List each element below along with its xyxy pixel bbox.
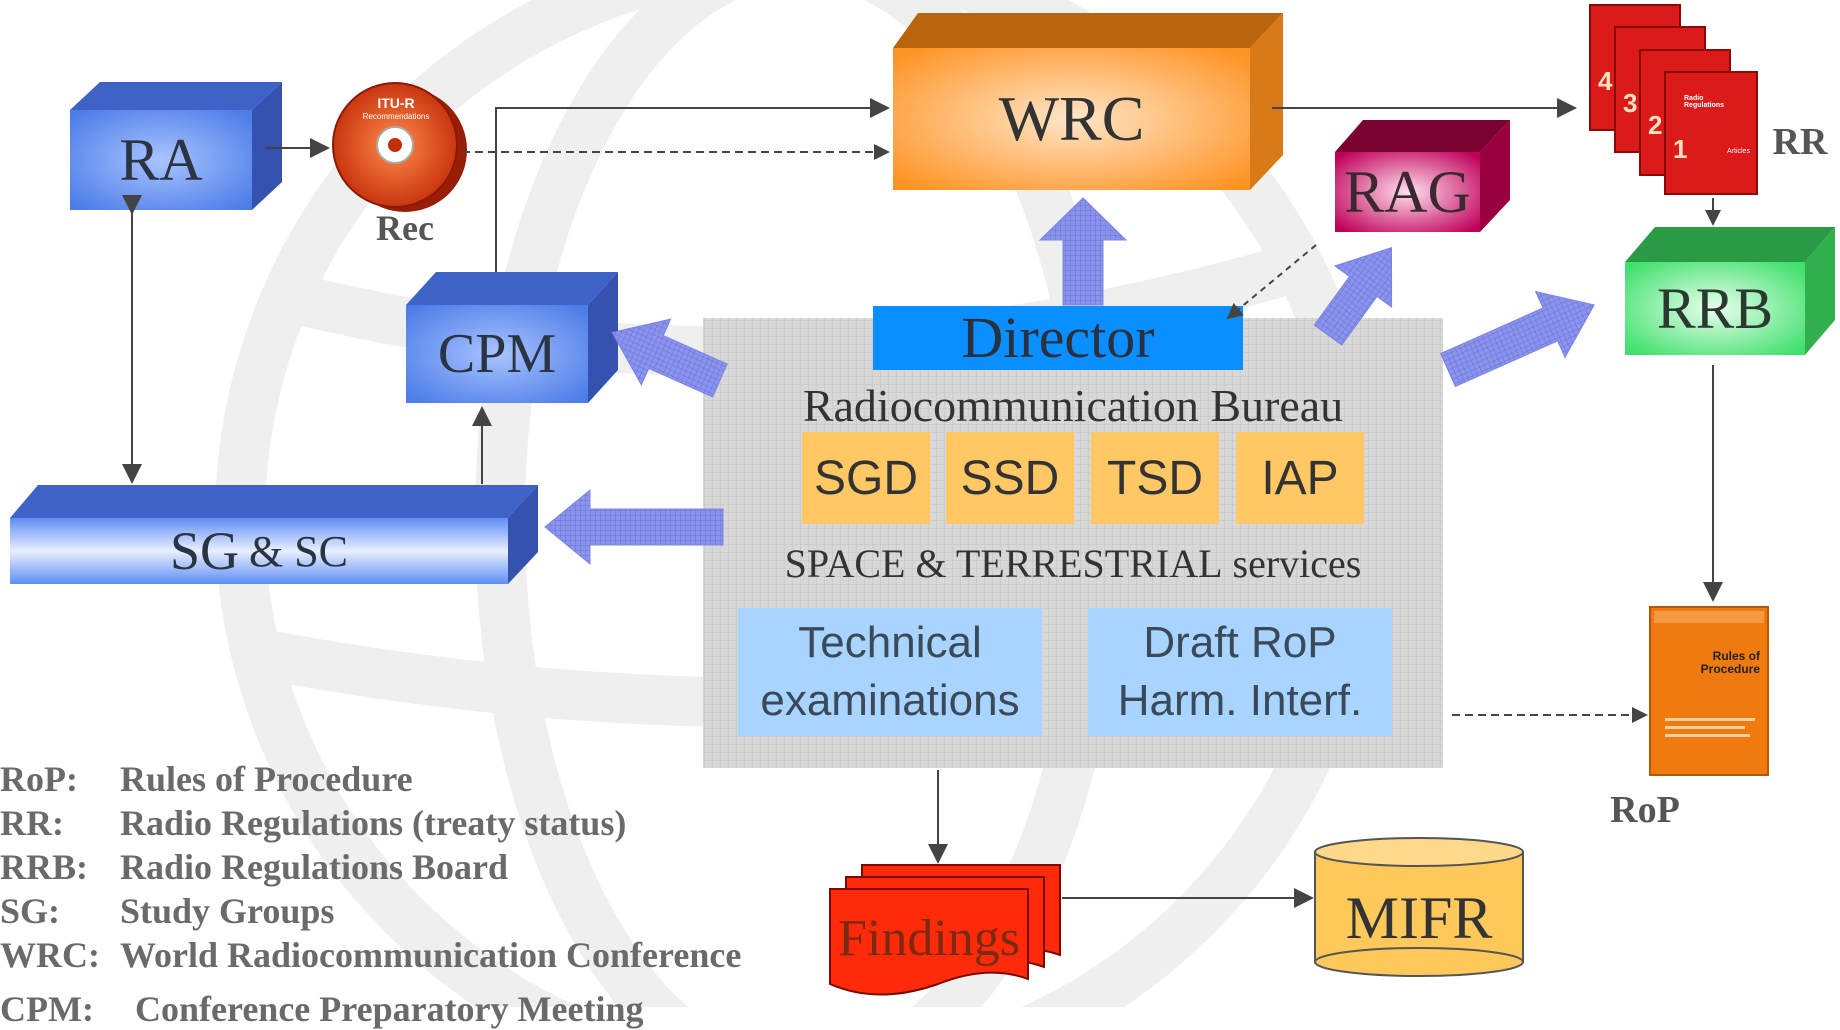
legend-def: Conference Preparatory Meeting — [135, 989, 644, 1029]
rag-to-director-dashed — [1226, 244, 1317, 320]
rr-book-number-1: 1 — [1673, 134, 1688, 164]
rr-book-title: Radio Regulations — [1684, 95, 1725, 109]
cd-label-line1: ITU-R — [377, 95, 415, 111]
legend-abbr: RoP: — [0, 759, 78, 799]
sg-label-main: SG — [169, 521, 239, 581]
director-label: Director — [961, 304, 1155, 370]
cpm-box[interactable] — [406, 272, 618, 403]
technical-line1: Technical — [798, 618, 982, 667]
bureau-to-rrb-big-arrow — [1440, 290, 1595, 388]
ra-label: RA — [119, 126, 203, 193]
bureau-to-cpm-big-arrow — [611, 318, 728, 398]
technical-examinations-box[interactable]: Technical examinations — [738, 608, 1042, 736]
technical-line2: examinations — [760, 676, 1020, 725]
director-bar[interactable] — [873, 306, 1243, 370]
mifr-database[interactable] — [1314, 837, 1524, 977]
wrc-box[interactable] — [893, 13, 1283, 190]
bureau-title: Radiocommunication Bureau — [802, 379, 1344, 431]
legend-abbr: CPM: — [0, 989, 94, 1029]
bureau-to-sg-big-arrow — [544, 488, 724, 566]
rr-book-number-3: 3 — [1623, 88, 1638, 118]
rrb-box[interactable] — [1625, 227, 1835, 355]
dept-tsd[interactable]: TSD — [1091, 432, 1219, 524]
findings-label: Findings — [837, 909, 1021, 967]
legend-abbr: RRB: — [0, 847, 88, 887]
dept-ssd[interactable]: SSD — [946, 432, 1074, 524]
legend-abbr: SG: — [0, 891, 61, 931]
rr-book-subtitle: Articles — [1727, 148, 1750, 155]
legend-def: Radio Regulations Board — [120, 847, 509, 887]
bureau-to-rag-big-arrow — [1313, 246, 1393, 346]
findings-stack[interactable] — [829, 864, 1061, 996]
cd-label: ITU-R Recommendations — [348, 96, 444, 124]
legend-def: Rules of Procedure — [120, 759, 413, 799]
rop-label: RoP — [1610, 789, 1680, 831]
dept-iap[interactable]: IAP — [1236, 432, 1364, 524]
legend-def: Study Groups — [120, 891, 335, 931]
rr-book-number-2: 2 — [1648, 110, 1663, 140]
rop-book-title-line1: Rules of — [1712, 649, 1760, 663]
rr-books — [1589, 4, 1758, 195]
rr-label: RR — [1772, 121, 1828, 163]
rrb-label: RRB — [1656, 276, 1774, 341]
wrc-label: WRC — [998, 83, 1145, 154]
cpm-to-wrc-arrow — [495, 98, 890, 272]
rr-book-number-4: 4 — [1598, 66, 1613, 96]
rec-label: Rec — [376, 208, 434, 248]
rag-label: RAG — [1344, 158, 1471, 225]
sg-sc-box[interactable] — [10, 485, 538, 584]
dept-sgd[interactable]: SGD — [802, 432, 930, 524]
bureau-to-wrc-big-arrow — [1038, 197, 1128, 306]
draft-rop-box[interactable]: Draft RoP Harm. Interf. — [1088, 608, 1392, 736]
recommendations-cd — [332, 82, 467, 212]
sg-sc-label: SG & SC — [10, 518, 508, 584]
legend-abbr: RR: — [0, 803, 64, 843]
rop-book — [1649, 606, 1769, 776]
legend-def: World Radiocommunication Conference — [120, 935, 742, 975]
rop-book-title: Rules of Procedure — [1690, 650, 1760, 676]
ra-box[interactable] — [70, 82, 282, 210]
legend-abbr: WRC: — [0, 935, 100, 975]
sg-label-rest: & SC — [248, 526, 349, 576]
mifr-label: MIFR — [1345, 884, 1493, 951]
services-label: SPACE & TERRESTRIAL services — [703, 538, 1443, 588]
cd-label-line2: Recommendations — [362, 112, 430, 121]
draft-rop-line2: Harm. Interf. — [1117, 676, 1363, 725]
services-caps: SPACE & TERRESTRIAL — [784, 540, 1223, 586]
draft-rop-line1: Draft RoP — [1143, 618, 1337, 667]
services-rest: services — [1232, 540, 1362, 586]
legend-def: Radio Regulations (treaty status) — [120, 803, 627, 843]
rag-box[interactable] — [1335, 120, 1510, 232]
rop-book-title-line2: Procedure — [1700, 662, 1760, 676]
cpm-label: CPM — [437, 323, 557, 385]
